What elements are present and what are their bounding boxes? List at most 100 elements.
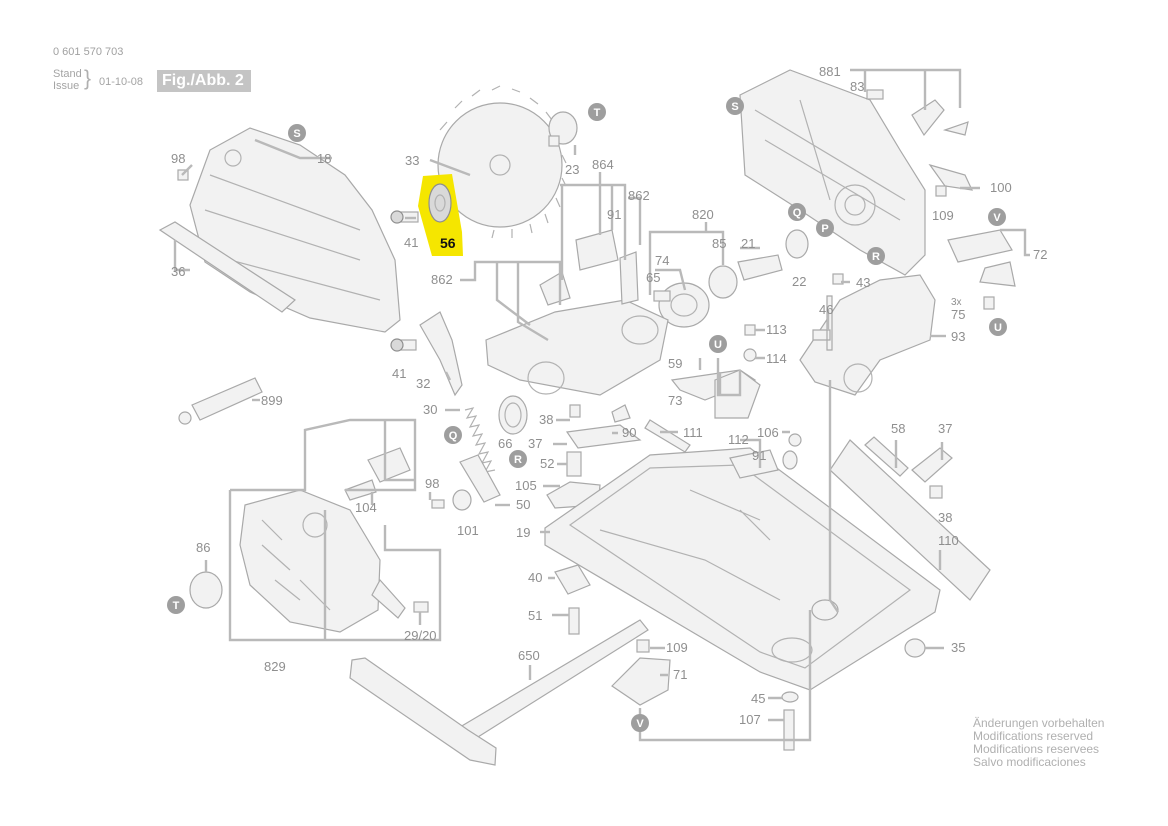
label-19: 19 — [516, 525, 530, 540]
parallel-guide-650 — [349, 619, 649, 766]
svg-text:T: T — [173, 600, 180, 612]
label-51: 51 — [528, 608, 542, 623]
label-90: 90 — [622, 425, 636, 440]
label-33: 33 — [405, 153, 419, 168]
circle-letter-q2: Q — [444, 426, 462, 444]
label-66: 66 — [498, 436, 512, 451]
label-109b: 109 — [666, 640, 688, 655]
label-829: 829 — [264, 659, 286, 674]
label-91a: 91 — [607, 207, 621, 222]
label-41a: 41 — [404, 235, 418, 250]
label-650: 650 — [518, 648, 540, 663]
circle-letter-r1: R — [867, 247, 885, 265]
label-85: 85 — [712, 236, 726, 251]
base-plate — [544, 447, 941, 691]
stand-label: Stand — [53, 68, 82, 80]
svg-text:R: R — [514, 454, 522, 466]
footer-line-de: Änderungen vorbehalten — [973, 716, 1105, 730]
ring-66 — [498, 395, 528, 435]
label-58: 58 — [891, 421, 905, 436]
label-862a: 862 — [628, 188, 650, 203]
label-820: 820 — [692, 207, 714, 222]
label-899: 899 — [261, 393, 283, 408]
footer-line-en: Modifications reserved — [973, 729, 1094, 743]
label-41b: 41 — [392, 366, 406, 381]
label-38b: 38 — [938, 510, 952, 525]
label-35: 35 — [951, 640, 965, 655]
label-36: 36 — [171, 264, 185, 279]
label-107: 107 — [739, 712, 761, 727]
label-86: 86 — [196, 540, 210, 555]
label-98a: 98 — [171, 151, 185, 166]
motor-parts — [653, 229, 833, 351]
lower-blade-guard — [189, 489, 406, 633]
label-83: 83 — [850, 79, 864, 94]
gear-housing-frame — [485, 229, 669, 396]
svg-text:Q: Q — [449, 430, 458, 442]
label-50: 50 — [516, 497, 530, 512]
clamp-40 — [554, 564, 591, 635]
part-71 — [611, 639, 671, 706]
footer-line-fr: Modifications reservees — [973, 742, 1100, 756]
label-37a: 37 — [528, 436, 542, 451]
label-113: 113 — [766, 322, 787, 337]
leader-lines — [173, 68, 1030, 742]
figure-label: Fig./Abb. 2 — [157, 70, 251, 92]
label-22: 22 — [792, 274, 806, 289]
flange-part-56 — [418, 174, 463, 256]
svg-text:V: V — [636, 718, 644, 730]
modifications-notice: Änderungen vorbehalten Modifications res… — [973, 717, 1153, 769]
label-864: 864 — [592, 157, 614, 172]
label-75: 75 — [951, 307, 965, 322]
label-23: 23 — [565, 162, 579, 177]
svg-text:S: S — [293, 128, 300, 140]
label-37b: 37 — [938, 421, 952, 436]
label-101: 101 — [457, 523, 479, 538]
bracket-72 — [947, 229, 1016, 287]
label-110: 110 — [938, 533, 959, 548]
label-3x: 3x — [951, 297, 962, 308]
brace-icon: } — [84, 67, 92, 90]
label-32: 32 — [416, 376, 430, 391]
bevel-parts — [729, 433, 802, 479]
issue-block: Stand Issue } 01-10-08 — [53, 68, 148, 96]
reference-circles: S T S Q P V R U U Q R T V — [167, 97, 1007, 732]
label-72: 72 — [1033, 247, 1047, 262]
screw-41-lower — [390, 338, 417, 352]
saw-blade — [437, 85, 567, 239]
label-29-20: 29/20 — [404, 628, 437, 643]
rail-110 — [829, 439, 991, 601]
label-45: 45 — [751, 691, 765, 706]
label-73: 73 — [668, 393, 682, 408]
label-18: 18 — [317, 151, 331, 166]
svg-text:U: U — [714, 339, 722, 351]
label-21: 21 — [741, 236, 755, 251]
drawing-header: 0 601 570 703 Stand Issue } 01-10-08 Fig… — [53, 46, 273, 102]
svg-text:P: P — [821, 223, 828, 235]
label-38a: 38 — [539, 412, 553, 427]
label-71: 71 — [673, 667, 687, 682]
label-112: 112 — [728, 432, 749, 447]
label-43: 43 — [856, 275, 870, 290]
label-52: 52 — [540, 456, 554, 471]
grease-tube-899 — [178, 377, 263, 425]
motor-housing — [739, 69, 974, 276]
circle-letter-v1: V — [988, 208, 1006, 226]
svg-text:S: S — [731, 101, 738, 113]
svg-text:T: T — [594, 107, 601, 119]
circle-letter-u1: U — [989, 318, 1007, 336]
label-106: 106 — [757, 425, 779, 440]
label-862b: 862 — [431, 272, 453, 287]
flange-23 — [548, 111, 578, 147]
svg-text:V: V — [993, 212, 1001, 224]
handle-93 — [799, 274, 936, 396]
spring-30 — [464, 407, 496, 473]
label-105: 105 — [515, 478, 537, 493]
circle-letter-p1: P — [816, 219, 834, 237]
label-65: 65 — [646, 270, 660, 285]
issue-label: Issue — [53, 80, 80, 92]
footer-line-es: Salvo modificaciones — [973, 755, 1086, 769]
riving-knife-32 — [419, 311, 463, 397]
label-46: 46 — [819, 302, 833, 317]
